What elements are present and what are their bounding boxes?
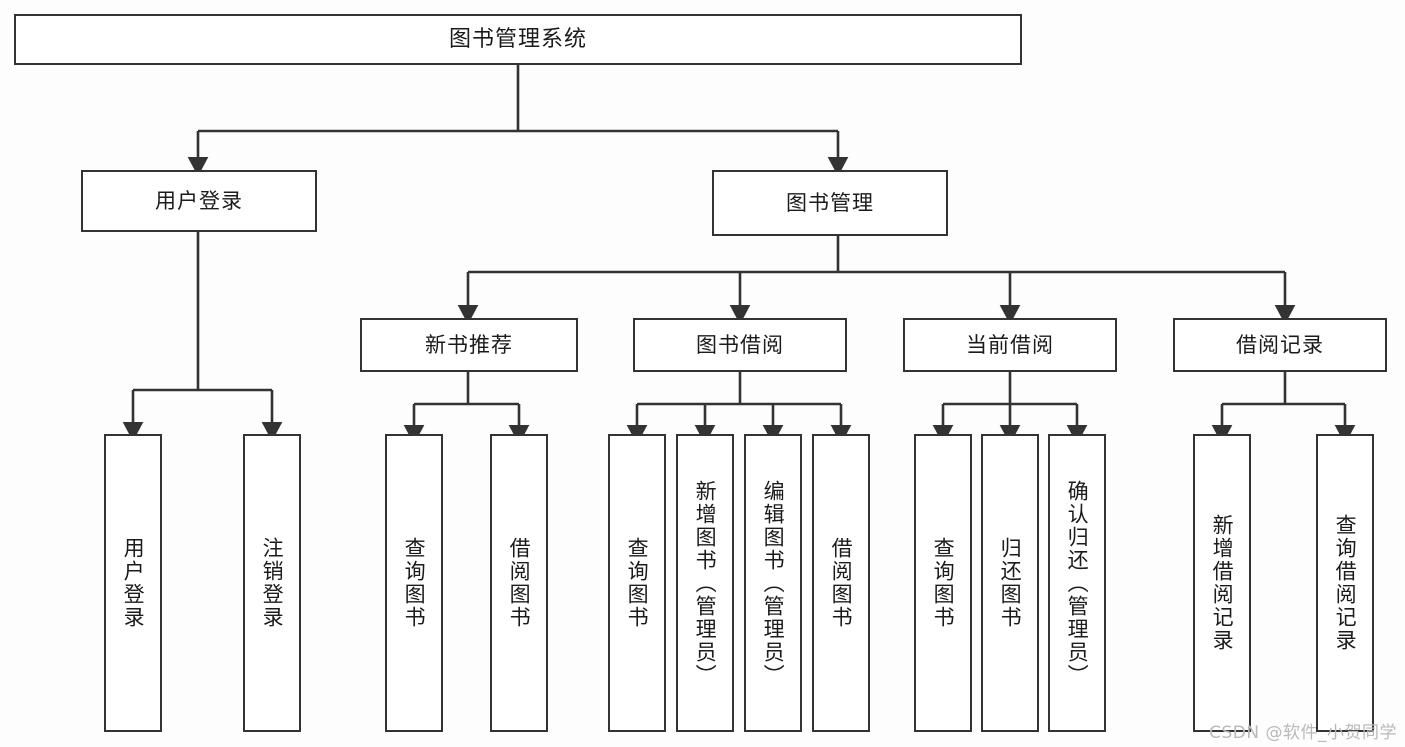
node-leaf-add-book-label: 新增图书（管理员）: [693, 479, 718, 687]
node-root[interactable]: 图书管理系统: [14, 14, 1022, 65]
node-leaf-logout-login-label: 注销登录: [260, 537, 285, 629]
node-book-borrow-label: 图书借阅: [696, 332, 784, 357]
node-book-borrow[interactable]: 图书借阅: [633, 318, 847, 372]
node-leaf-query-book-1-label: 查询图书: [402, 537, 427, 629]
node-leaf-confirm-return-label: 确认归还（管理员）: [1065, 479, 1090, 687]
node-leaf-query-book-1[interactable]: 查询图书: [385, 434, 443, 732]
node-user-login-label: 用户登录: [155, 188, 243, 213]
node-leaf-add-borrow-record[interactable]: 新增借阅记录: [1193, 434, 1251, 732]
node-current-borrow[interactable]: 当前借阅: [903, 318, 1117, 372]
node-leaf-query-borrow-record-label: 查询借阅记录: [1333, 514, 1358, 652]
node-leaf-query-borrow-record[interactable]: 查询借阅记录: [1316, 434, 1374, 732]
node-leaf-confirm-return[interactable]: 确认归还（管理员）: [1048, 434, 1106, 732]
node-leaf-edit-book-label: 编辑图书（管理员）: [761, 479, 786, 687]
node-leaf-add-book[interactable]: 新增图书（管理员）: [676, 434, 734, 732]
node-book-management-label: 图书管理: [786, 190, 874, 215]
node-leaf-add-borrow-record-label: 新增借阅记录: [1210, 514, 1235, 652]
node-leaf-query-book-2[interactable]: 查询图书: [608, 434, 666, 732]
node-leaf-borrow-book-2-label: 借阅图书: [829, 537, 854, 629]
node-new-book-recommend-label: 新书推荐: [425, 332, 513, 357]
node-leaf-logout-login[interactable]: 注销登录: [243, 434, 301, 732]
node-book-management[interactable]: 图书管理: [712, 170, 948, 236]
node-new-book-recommend[interactable]: 新书推荐: [360, 318, 578, 372]
node-current-borrow-label: 当前借阅: [966, 332, 1054, 357]
node-user-login[interactable]: 用户登录: [81, 170, 317, 232]
node-leaf-query-book-3-label: 查询图书: [931, 537, 956, 629]
node-leaf-return-book[interactable]: 归还图书: [981, 434, 1039, 732]
node-leaf-query-book-3[interactable]: 查询图书: [914, 434, 972, 732]
node-leaf-borrow-book-1[interactable]: 借阅图书: [490, 434, 548, 732]
node-root-label: 图书管理系统: [448, 26, 587, 52]
node-leaf-return-book-label: 归还图书: [998, 537, 1023, 629]
node-borrow-record-label: 借阅记录: [1236, 332, 1324, 357]
watermark-text: CSDN @软件_小贺同学: [1209, 723, 1397, 743]
node-leaf-query-book-2-label: 查询图书: [625, 537, 650, 629]
node-leaf-edit-book[interactable]: 编辑图书（管理员）: [744, 434, 802, 732]
node-leaf-user-login[interactable]: 用户登录: [104, 434, 162, 732]
node-leaf-borrow-book-2[interactable]: 借阅图书: [812, 434, 870, 732]
node-leaf-borrow-book-1-label: 借阅图书: [507, 537, 532, 629]
node-leaf-user-login-label: 用户登录: [121, 537, 146, 629]
node-borrow-record[interactable]: 借阅记录: [1173, 318, 1387, 372]
